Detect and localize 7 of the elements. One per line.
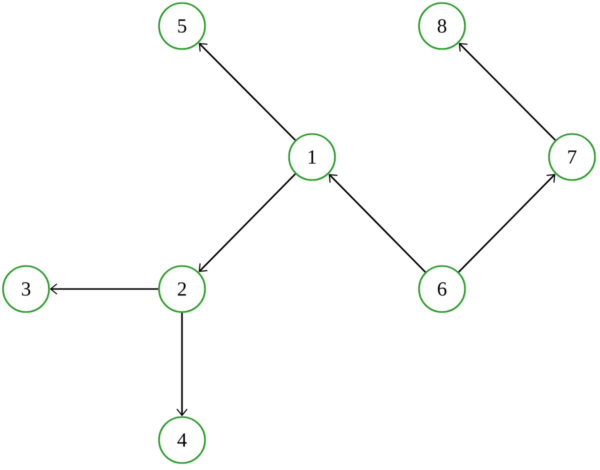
arrow — [458, 42, 556, 141]
arrow — [328, 174, 426, 273]
arrow — [198, 42, 296, 141]
arrow — [176, 312, 188, 416]
arrow — [50, 283, 158, 295]
arrow — [198, 173, 296, 272]
arrow — [458, 174, 556, 273]
